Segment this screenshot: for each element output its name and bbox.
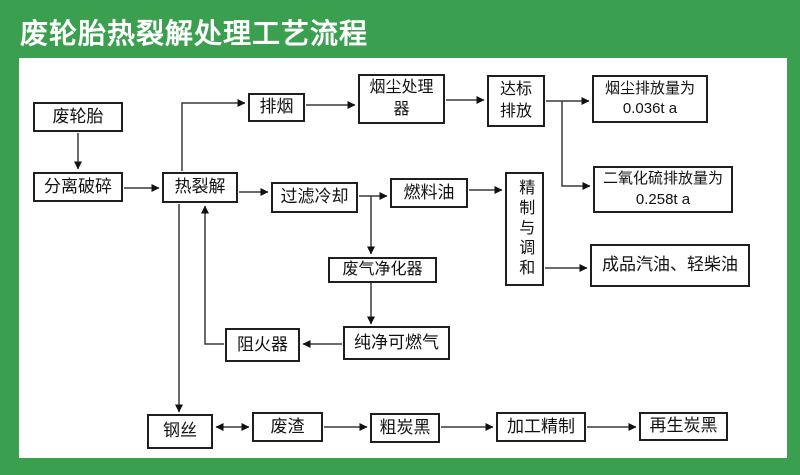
node-waste-tire: 废轮胎 <box>33 102 123 132</box>
node-gas-purifier: 废气净化器 <box>328 257 437 283</box>
node-dust-processor: 烟尘处理 器 <box>358 74 445 124</box>
page-title: 废轮胎热裂解处理工艺流程 <box>20 18 369 49</box>
node-filter-cooling: 过滤冷却 <box>271 182 358 213</box>
node-pure-gas: 纯净可燃气 <box>343 326 450 360</box>
node-pyrolysis: 热裂解 <box>162 172 238 203</box>
node-waste-residue: 废渣 <box>252 412 323 442</box>
node-dust-emission: 烟尘排放量为 0.036t a <box>592 75 708 123</box>
node-regenerated-carbon-black: 再生炭黑 <box>639 412 728 441</box>
node-so2-emission: 二氧化硫排放量为 0.258t a <box>593 166 733 213</box>
node-standard-discharge: 达标 排放 <box>487 75 545 127</box>
node-smoke-exhaust: 排烟 <box>248 93 305 122</box>
node-processing-refining: 加工精制 <box>496 412 586 442</box>
node-flame-arrester: 阻火器 <box>225 328 300 362</box>
node-finished-oil: 成品汽油、轻柴油 <box>590 244 750 287</box>
node-separation-crushing: 分离破碎 <box>33 172 123 202</box>
node-crude-carbon-black: 粗炭黑 <box>370 413 440 443</box>
node-steel-wire: 钢丝 <box>147 414 213 449</box>
node-fuel-oil: 燃料油 <box>390 178 468 208</box>
node-refining-blending: 精制与调和 <box>505 172 544 286</box>
